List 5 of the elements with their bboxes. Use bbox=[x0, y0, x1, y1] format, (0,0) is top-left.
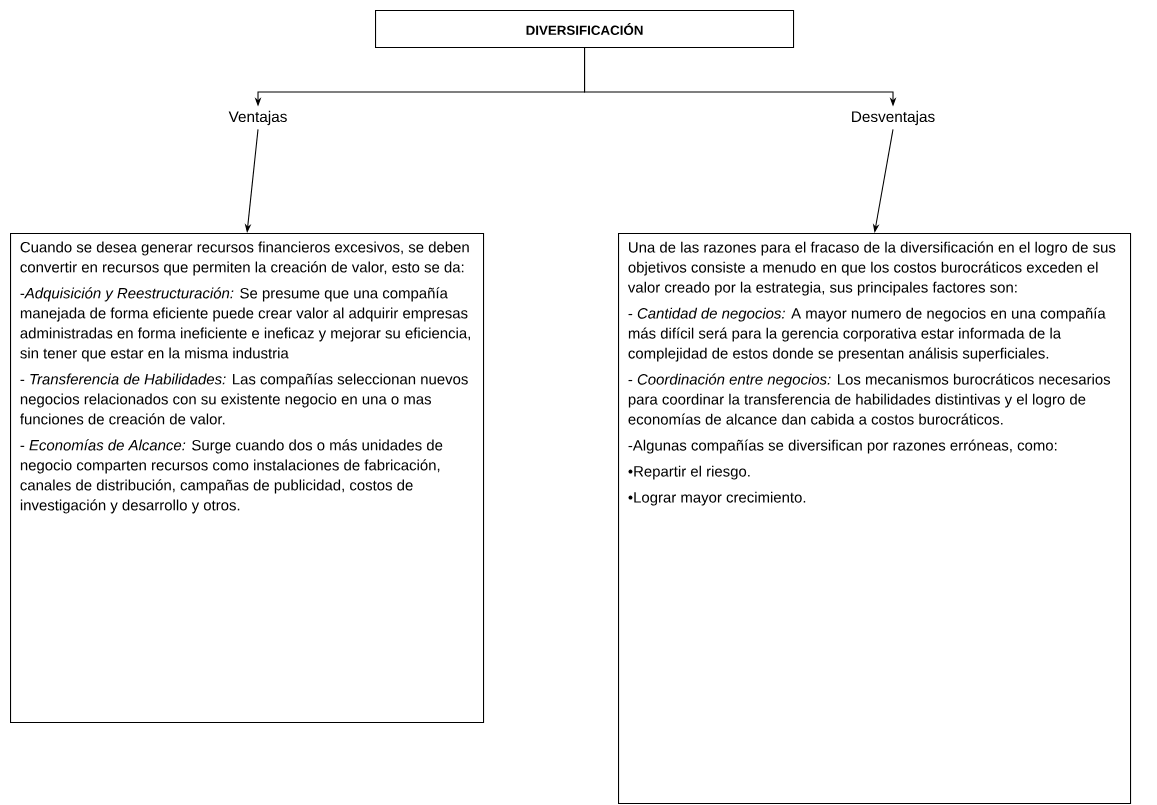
branch-label: Ventajas bbox=[228, 110, 287, 126]
title-box: DIVERSIFICACIÓN bbox=[375, 10, 795, 49]
text-box: Cuando se desea generar recursos financieros excesivos, se deben convertir en recursos que permiten la creación de valor, esto se da: -Adquisición y Reestructuración: Se presume que una compañía manejada de forma eficiente puede crear valor al adquirir empresas administradas en forma ineficiente e ineficaz y mejorar su eficiencia, sin tener que estar en la misma industria - Transferencia de Habilidades: Las compañías seleccionan nuevos negocios relacionados con su existente negocio en una o mas funciones de creación de valor. - Economías de Alcance: Surge cuando dos o más unidades de negocio comparten recursos como instalaciones de fabricación, canales de distribución, campañas de publicidad, costos de investigación y desarrollo y otros. bbox=[10, 233, 485, 724]
text-box: Una de las razones para el fracaso de la diversificación en el logro de sus objetivos consiste a menudo en que los costos burocráticos exceden el valor creado por la estrategia, sus principales factores son: - Cantidad de negocios: A mayor numero de negocios en una compañía más difícil será para la gerencia corporativa estar informada de la complejidad de estos donde se presentan análisis superficiales. - Coordinación entre negocios: Los mecanismos burocráticos necesarios para coordinar la transferencia de habilidades distintivas y el logro de economías de alcance dan cabida a costos burocráticos. -Algunas compañías se diversifican por razones erróneas, como: •Repartir el riesgo. •Lograr mayor crecimiento. bbox=[618, 233, 1132, 805]
branch-label: Desventajas bbox=[852, 110, 935, 126]
